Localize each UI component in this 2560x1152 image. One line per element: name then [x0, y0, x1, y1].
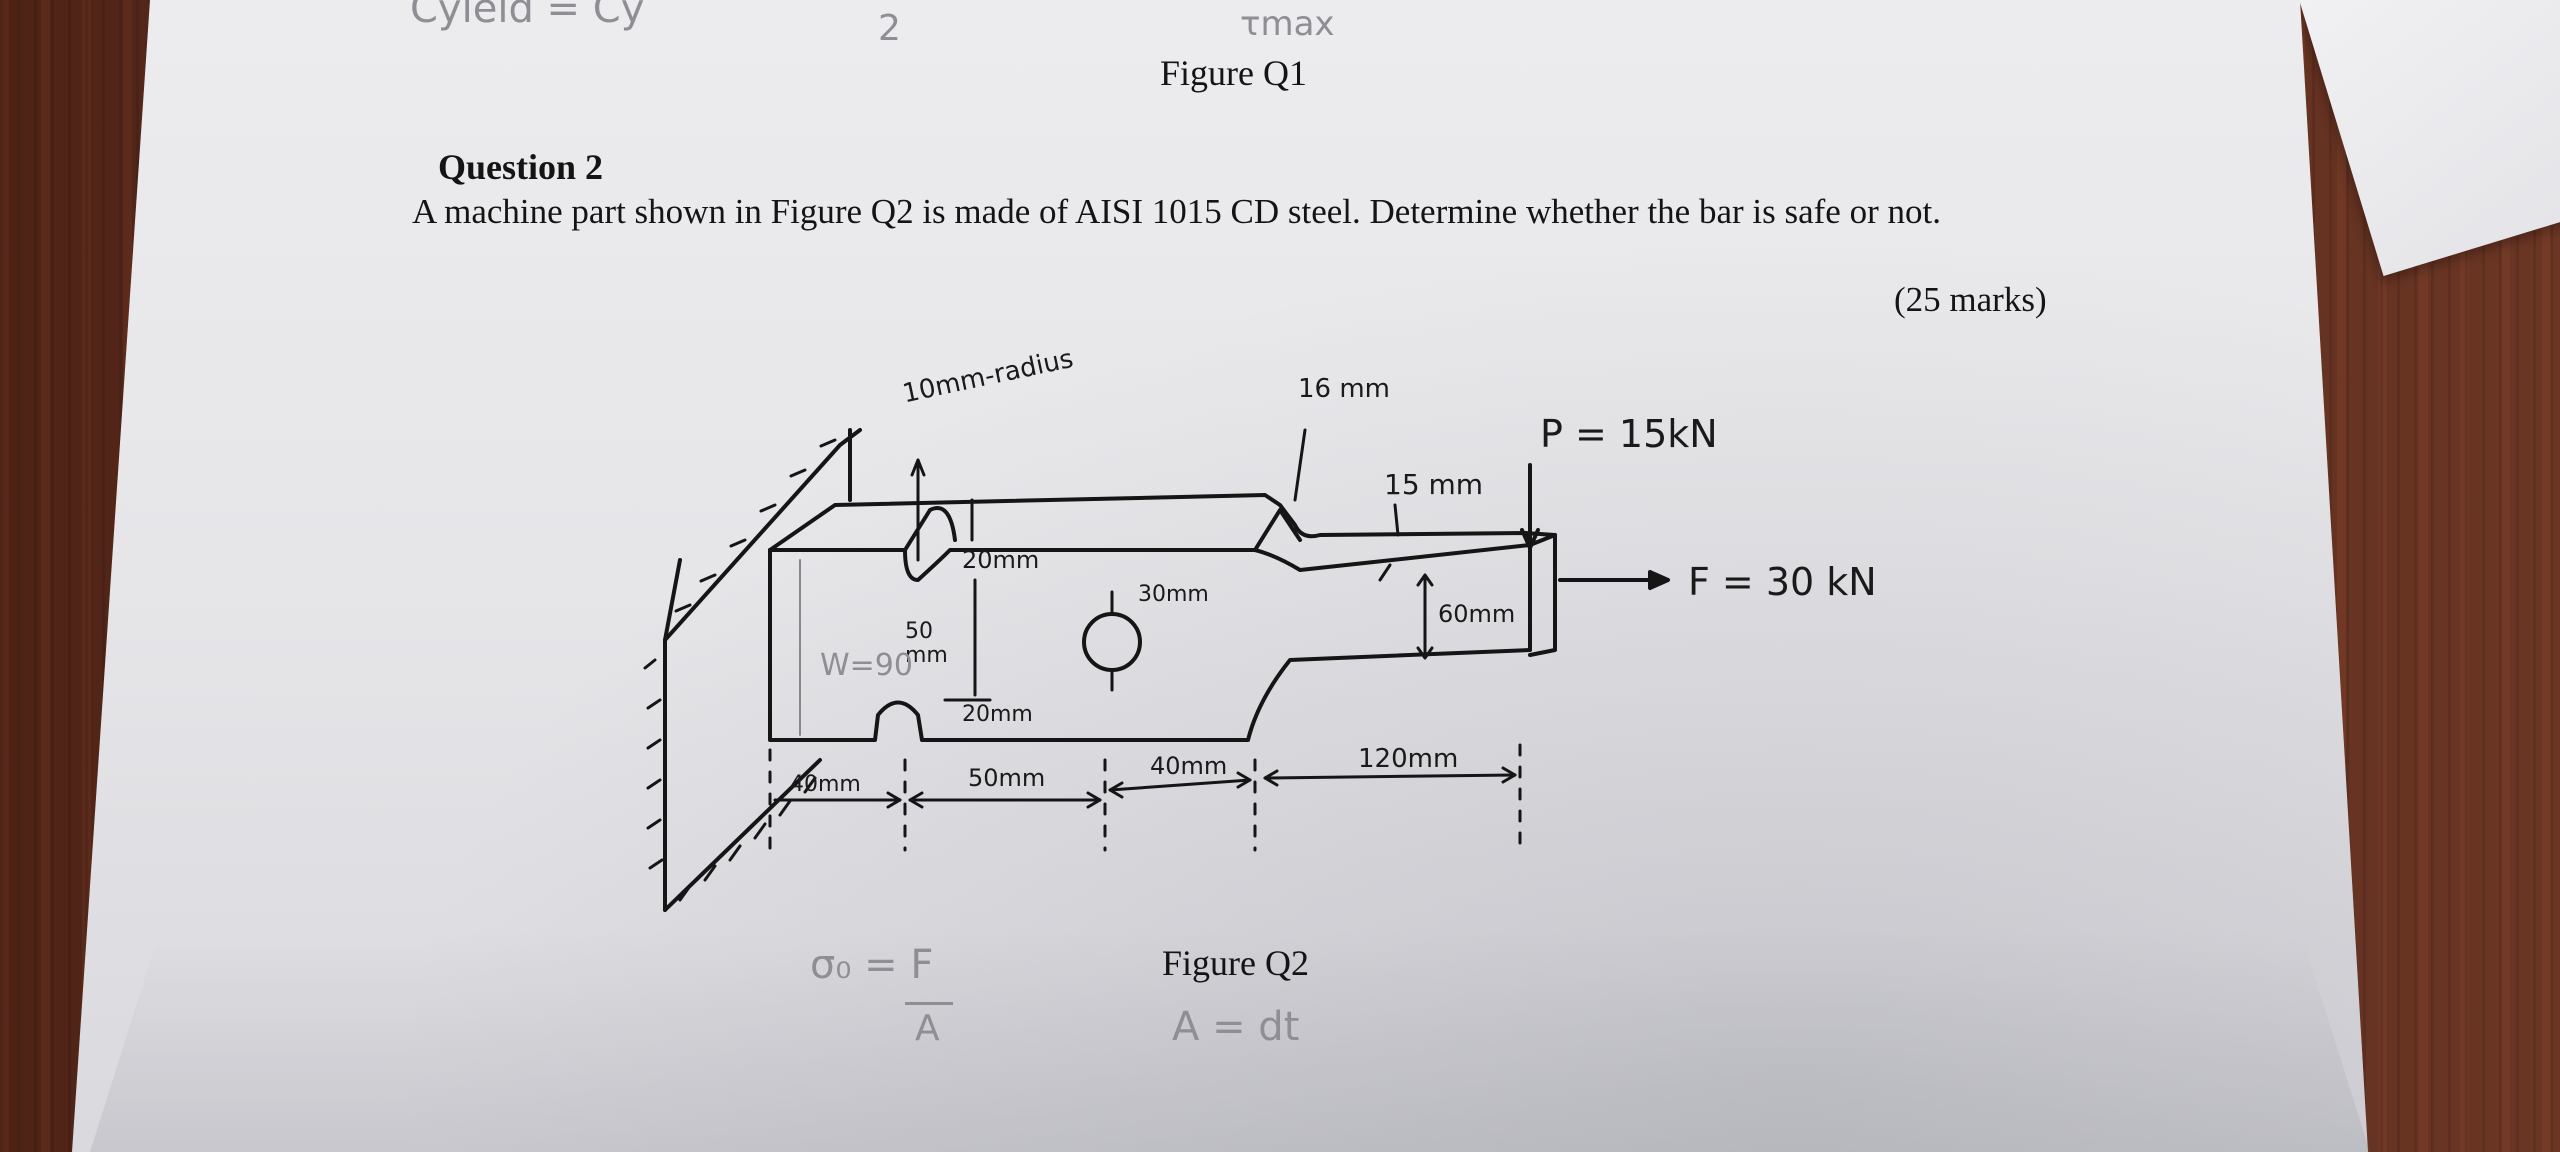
- scribble-area-denominator: A: [915, 1008, 940, 1049]
- width-16-leader: [1293, 428, 1307, 502]
- top-face-outline: [768, 493, 1532, 552]
- load-p-arrowhead: [1520, 528, 1540, 550]
- step-15-leader: [1393, 503, 1400, 537]
- label-length-2: 50mm: [968, 764, 1046, 792]
- question-title: Question 2: [438, 147, 604, 187]
- scribble-area-formula: A = dt: [1172, 1004, 1300, 1050]
- label-force-f: F = 30 kN: [1688, 560, 1877, 604]
- question-text: A machine part shown in Figure Q2 is mad…: [412, 192, 1941, 231]
- label-section-50: 50 mm: [905, 619, 948, 668]
- label-step-15: 15 mm: [1384, 468, 1484, 501]
- figure-q2-caption: Figure Q2: [1162, 943, 1309, 983]
- label-width-16: 16 mm: [1298, 374, 1391, 404]
- radius-arrowhead: [910, 458, 926, 477]
- scribble-yield: Cyield = Cy: [410, 0, 645, 32]
- question-marks: (25 marks): [1894, 280, 2047, 319]
- front-face-top-edge: [768, 543, 1532, 582]
- length-3-line: [1108, 778, 1252, 792]
- wall-hatching: [643, 438, 837, 870]
- length-arrowheads: [886, 766, 1517, 809]
- top-notch: [903, 506, 957, 552]
- wall-line: [663, 558, 682, 912]
- label-hole-30: 30mm: [1138, 582, 1209, 607]
- scribble-two: 2: [878, 8, 901, 49]
- hole: [1082, 612, 1142, 672]
- label-width-w: W=90: [820, 648, 913, 683]
- front-face-outline: [768, 543, 1532, 742]
- end-box-side: [1528, 533, 1557, 657]
- label-notch-bottom: 20mm: [962, 702, 1033, 727]
- scribble-stress-formula: σ₀ = F: [810, 942, 934, 988]
- top-step: [1253, 508, 1302, 552]
- label-notch-top: 20mm: [962, 546, 1040, 574]
- wall-diagonal: [663, 428, 862, 642]
- label-load-p: P = 15kN: [1540, 412, 1718, 456]
- length-4-line: [1263, 773, 1517, 780]
- label-end-60: 60mm: [1438, 600, 1516, 628]
- scribble-fraction-bar: [905, 1002, 953, 1005]
- figure-q1-caption: Figure Q1: [1160, 53, 1307, 93]
- end-60-leader: [1378, 563, 1392, 582]
- force-f-arrowhead: [1648, 570, 1670, 590]
- label-length-4: 120mm: [1358, 744, 1459, 774]
- paper-shadow: [90, 930, 2370, 1152]
- label-length-3: 40mm: [1150, 752, 1228, 780]
- wall-bottom-hatching: [678, 776, 817, 902]
- end-60-arrowheads: [1416, 573, 1434, 660]
- length-extension-lines: [768, 743, 1522, 852]
- scribble-tau-max: τmax: [1240, 4, 1335, 44]
- label-length-1: 40mm: [790, 772, 861, 797]
